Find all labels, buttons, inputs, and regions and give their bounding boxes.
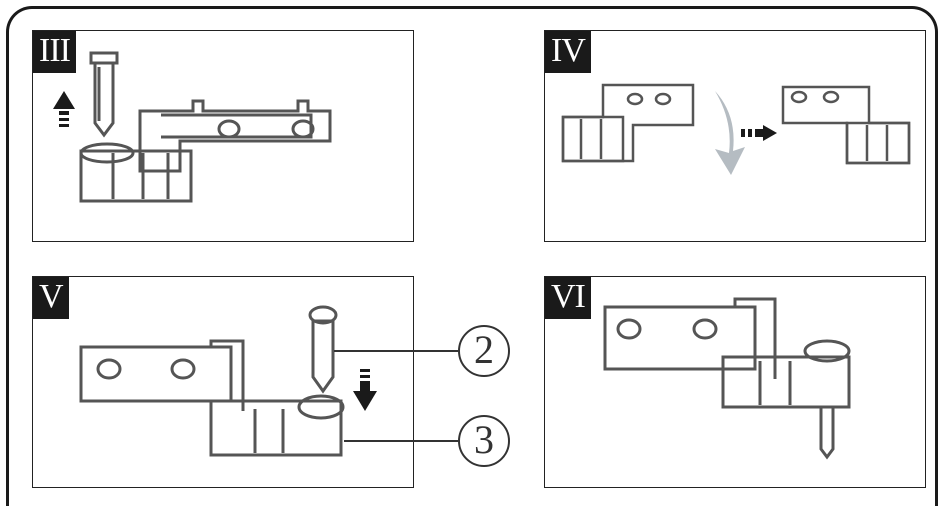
hinge-illustration-3 [53, 51, 332, 203]
panel-step-3: III [32, 30, 414, 242]
pin-part [89, 51, 119, 138]
hinge-illustration-6 [603, 297, 851, 460]
callout-2-leader [334, 350, 458, 352]
outer-frame [6, 6, 938, 506]
pin-part [308, 305, 338, 394]
callout-3: 3 [458, 415, 510, 467]
step-label-3: III [33, 31, 76, 73]
panel-step-6: VI [544, 276, 926, 488]
down-arrow-icon [353, 369, 377, 411]
callout-3-leader [344, 440, 458, 442]
step-label-5: V [33, 277, 69, 319]
step-label-6: VI [545, 277, 591, 319]
right-arrow-icon [741, 125, 777, 141]
hinge-illustration-4 [561, 83, 911, 175]
step-label-4: IV [545, 31, 591, 73]
panel-step-5: V [32, 276, 414, 488]
panel-step-4: IV [544, 30, 926, 242]
rotate-arrow-icon [715, 91, 745, 175]
hinge-illustration-5 [79, 305, 377, 457]
pin-part [819, 405, 835, 460]
callout-2: 2 [458, 325, 510, 377]
up-arrow-icon [53, 91, 75, 127]
